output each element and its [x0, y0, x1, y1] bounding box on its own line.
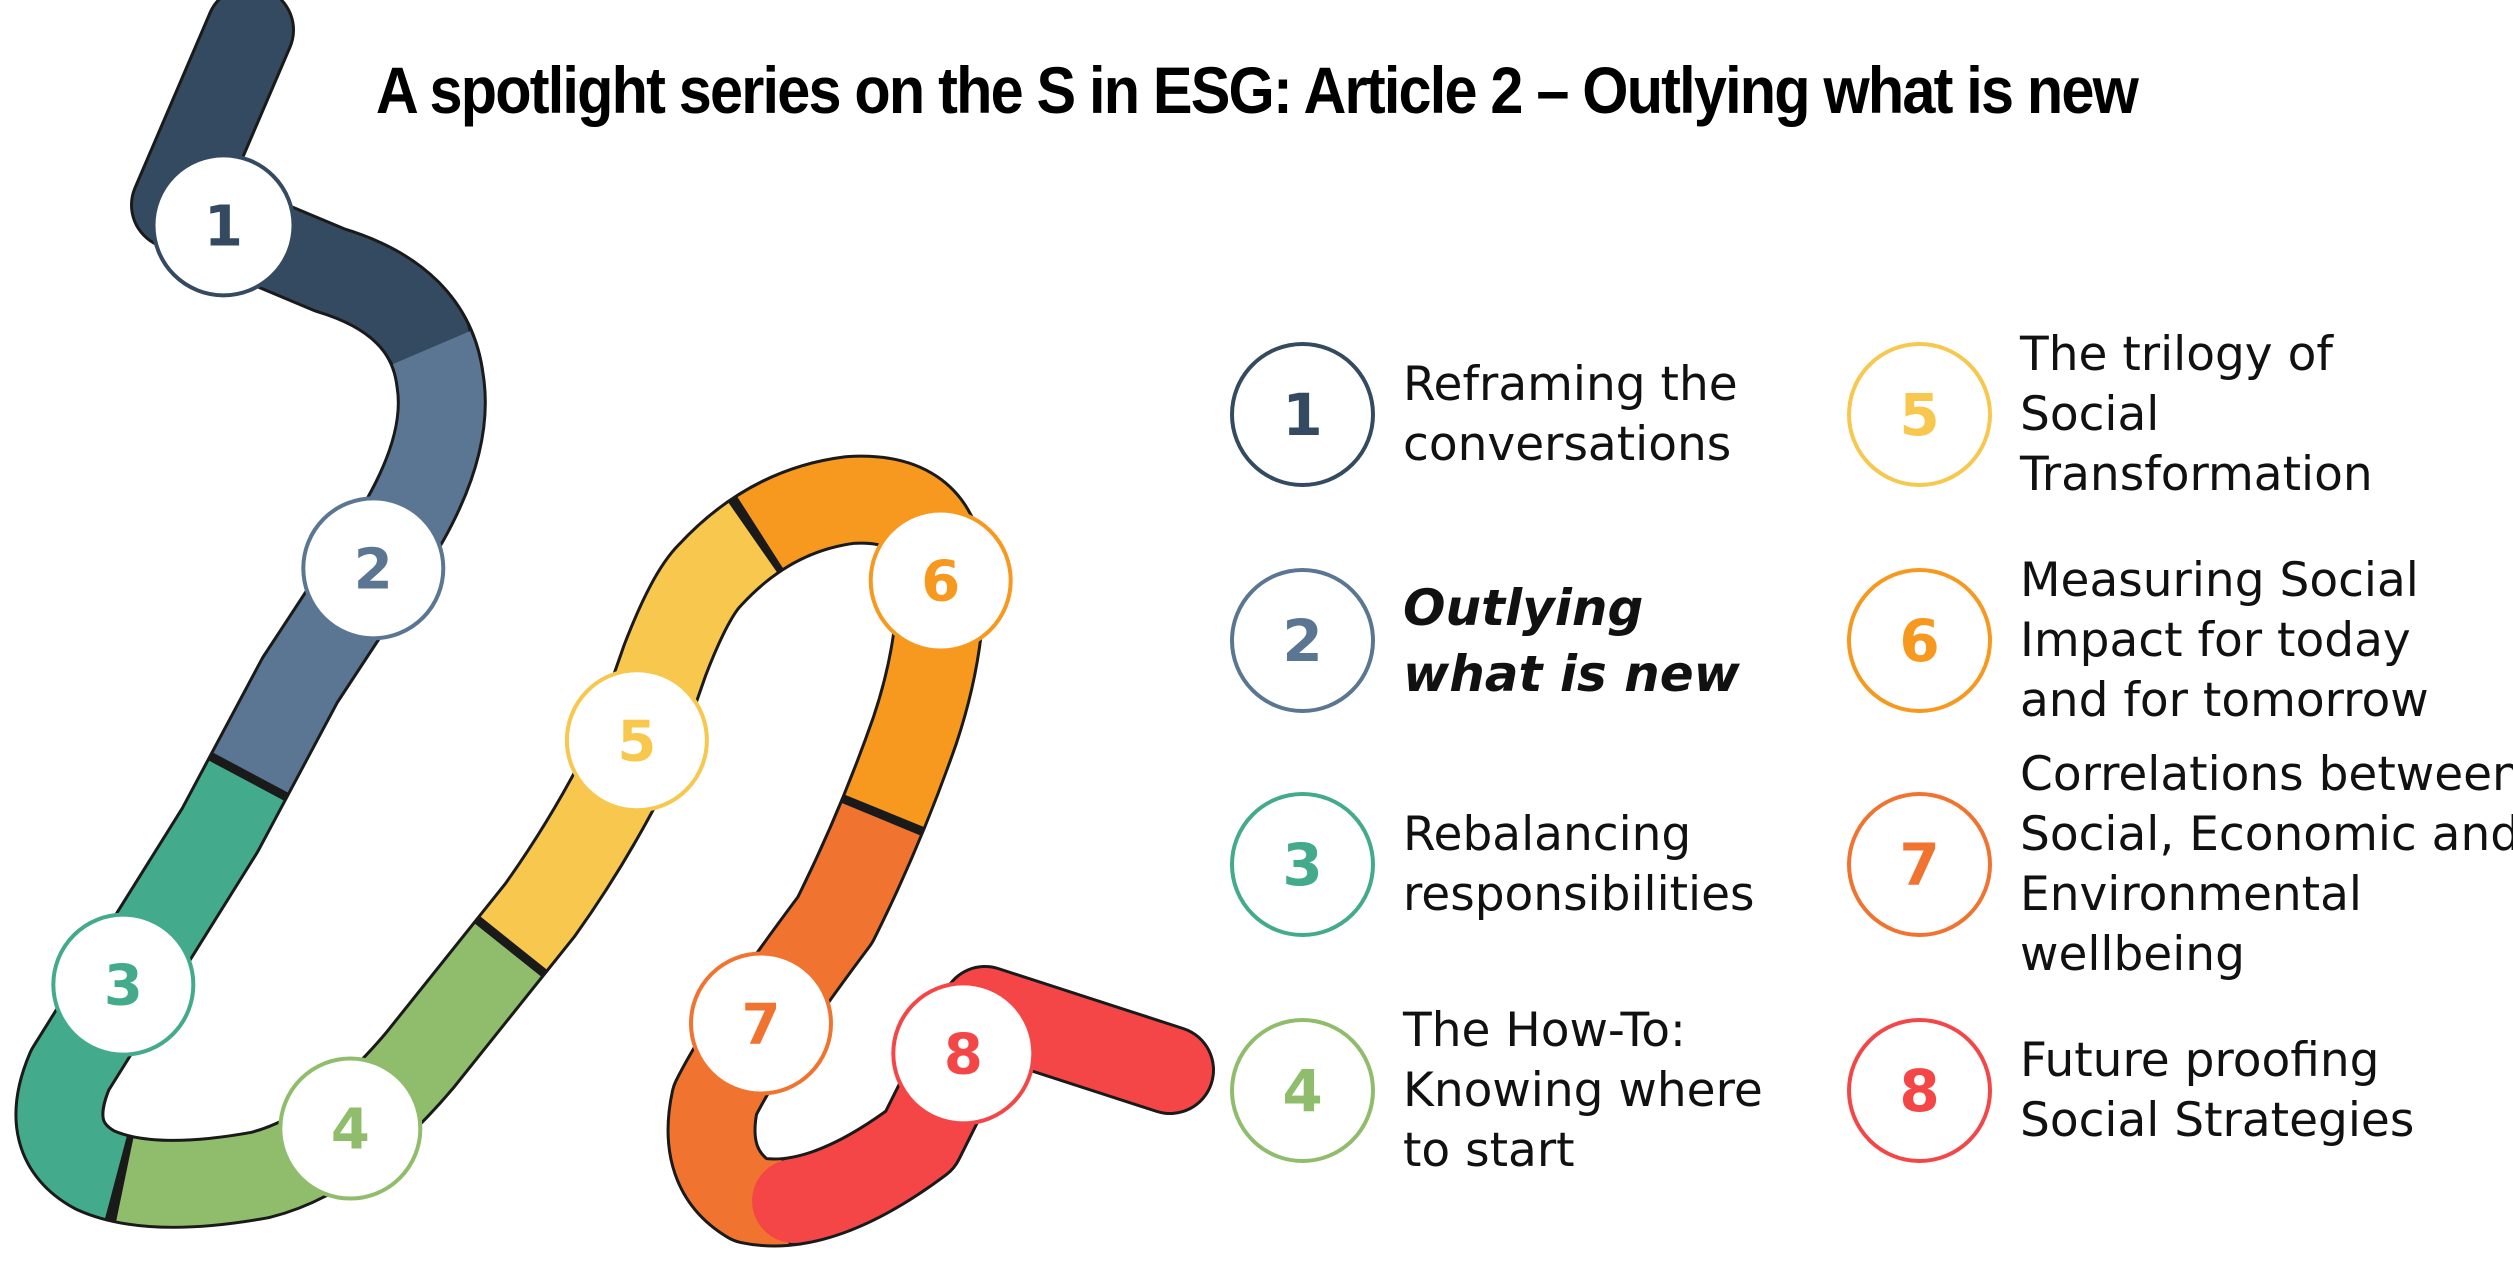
road-marker-3: 3 [51, 912, 196, 1057]
road-marker-number-1: 1 [204, 194, 243, 259]
article-label-1: Reframing the conversations [1403, 356, 1738, 472]
list-item-6: 6 Measuring Social Impact for today and … [1847, 553, 2429, 728]
road-marker-number-7: 7 [742, 993, 781, 1058]
article-label-2: Outlying what is new [1403, 578, 1740, 703]
road-marker-2: 2 [301, 496, 446, 641]
list-item-3: 3 Rebalancing responsibilities [1230, 792, 1755, 937]
road-marker-7: 7 [688, 951, 833, 1096]
list-item-8: 8 Future proofing Social Strategies [1847, 1018, 2414, 1163]
road-marker-5: 5 [564, 668, 709, 813]
road-marker-number-6: 6 [921, 549, 960, 614]
number-7-circle-icon: 7 [1847, 792, 1992, 937]
road-segment-5 [17, 13, 1183, 1245]
list-item-5: 5 The trilogy of Social Transformation [1847, 327, 2373, 502]
number-6-circle-icon: 6 [1847, 568, 1992, 713]
number-8-circle-icon: 8 [1847, 1018, 1992, 1163]
number-1-circle-icon: 1 [1230, 342, 1375, 487]
road-marker-number-2: 2 [354, 537, 393, 602]
article-label-3: Rebalancing responsibilities [1403, 806, 1755, 922]
page-title: A spotlight series on the S in ESG: Arti… [375, 53, 2139, 127]
road-marker-circle-8 [891, 981, 1036, 1126]
road-marker-number-4: 4 [331, 1098, 370, 1163]
road-marker-circle-2 [301, 496, 446, 641]
road-marker-circle-3 [51, 912, 196, 1057]
road-marker-circle-5 [564, 668, 709, 813]
article-label-5: The trilogy of Social Transformation [2020, 326, 2373, 502]
article-label-7: Correlations between Social, Economic an… [2020, 746, 2513, 982]
number-5-circle-icon: 5 [1847, 342, 1992, 487]
road-marker-1: 1 [151, 153, 296, 298]
road-marker-4: 4 [278, 1056, 423, 1201]
article-label-6: Measuring Social Impact for today and fo… [2020, 552, 2429, 728]
road-marker-number-8: 8 [944, 1022, 983, 1087]
list-item-4: 4 The How-To: Knowing where to start [1230, 1003, 1763, 1178]
road-segment-3 [17, 13, 1183, 1245]
road-marker-number-3: 3 [104, 954, 143, 1019]
road-marker-circle-1 [151, 153, 296, 298]
list-item-2: 2 Outlying what is new [1230, 568, 1740, 713]
road-marker-number-5: 5 [617, 709, 656, 774]
road-marker-circle-7 [688, 951, 833, 1096]
number-2-circle-icon: 2 [1230, 568, 1375, 713]
road-marker-6: 6 [868, 508, 1013, 653]
list-item-1: 1 Reframing the conversations [1230, 342, 1738, 487]
road-marker-8: 8 [891, 981, 1036, 1126]
number-3-circle-icon: 3 [1230, 792, 1375, 937]
list-item-7: 7 Correlations between Social, Economic … [1847, 747, 2513, 982]
number-4-circle-icon: 4 [1230, 1018, 1375, 1163]
road-marker-circle-6 [868, 508, 1013, 653]
road-marker-circle-4 [278, 1056, 423, 1201]
article-label-4: The How-To: Knowing where to start [1403, 1002, 1763, 1178]
article-label-8: Future proofing Social Strategies [2020, 1032, 2415, 1148]
